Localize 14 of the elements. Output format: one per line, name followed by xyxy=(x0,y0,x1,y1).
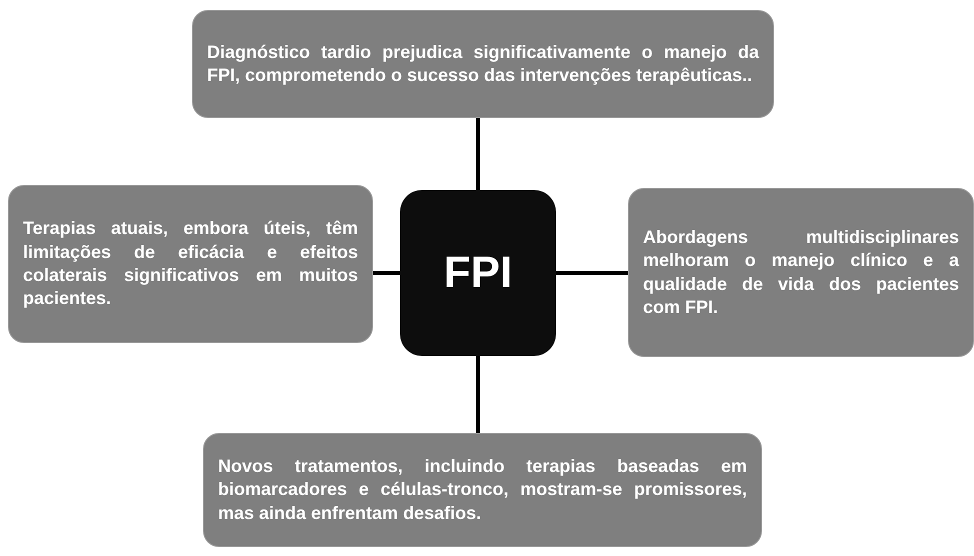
topic-text: Abordagens multidisciplinares melhoram o manejo clínico e a qualidade de vida dos pacientes com FPI. xyxy=(643,226,959,319)
topic-text: Novos tratamentos, incluindo terapias baseadas em biomarcadores e células-tronco, mostram-se promissores, mas ainda enfrentam desafios. xyxy=(218,454,747,525)
central-topic-box xyxy=(400,190,556,356)
topic-box xyxy=(628,188,974,357)
topic-box xyxy=(8,185,373,343)
connector-line xyxy=(476,118,480,190)
topic-text: Terapias atuais, embora úteis, têm limitações de eficácia e efeitos colaterais significativos em muitos pacientes. xyxy=(23,217,358,310)
topic-box xyxy=(192,10,774,118)
connector-line xyxy=(373,271,400,275)
topic-text: Diagnóstico tardio prejudica significativamente o manejo da FPI, comprometendo o sucesso das intervenções terapêuticas.. xyxy=(207,40,759,87)
connector-line xyxy=(476,356,480,433)
topic-box xyxy=(203,433,762,547)
topic-title: FPI xyxy=(444,247,512,300)
connector-line xyxy=(556,271,628,275)
